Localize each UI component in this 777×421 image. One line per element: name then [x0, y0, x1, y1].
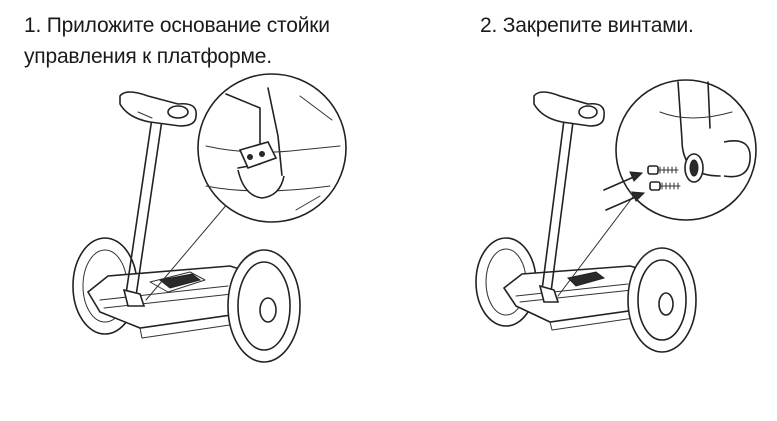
step-1-panel: 1. Приложите основание стойки управления…	[24, 14, 347, 363]
right-wheel	[627, 247, 697, 353]
step-1-illustration	[72, 73, 347, 363]
arrow-upper	[603, 171, 644, 191]
control-stick	[119, 91, 197, 307]
step-2-caption: 2. Закрепите винтами.	[480, 14, 694, 37]
step-2-panel: 2. Закрепите винтами.	[420, 0, 777, 421]
screw-lower	[649, 181, 681, 191]
control-stick	[533, 91, 605, 303]
step-2-illustration	[475, 79, 757, 353]
zoom-pointer-line	[557, 189, 639, 297]
step-1-caption: 1. Приложите основание стойки управления…	[24, 14, 330, 68]
platform	[86, 265, 263, 339]
zoom-pointer-line	[145, 195, 235, 301]
screw-upper	[647, 165, 679, 175]
zoom-detail	[197, 73, 347, 223]
right-wheel	[227, 249, 301, 363]
arrow-lower	[605, 191, 646, 211]
